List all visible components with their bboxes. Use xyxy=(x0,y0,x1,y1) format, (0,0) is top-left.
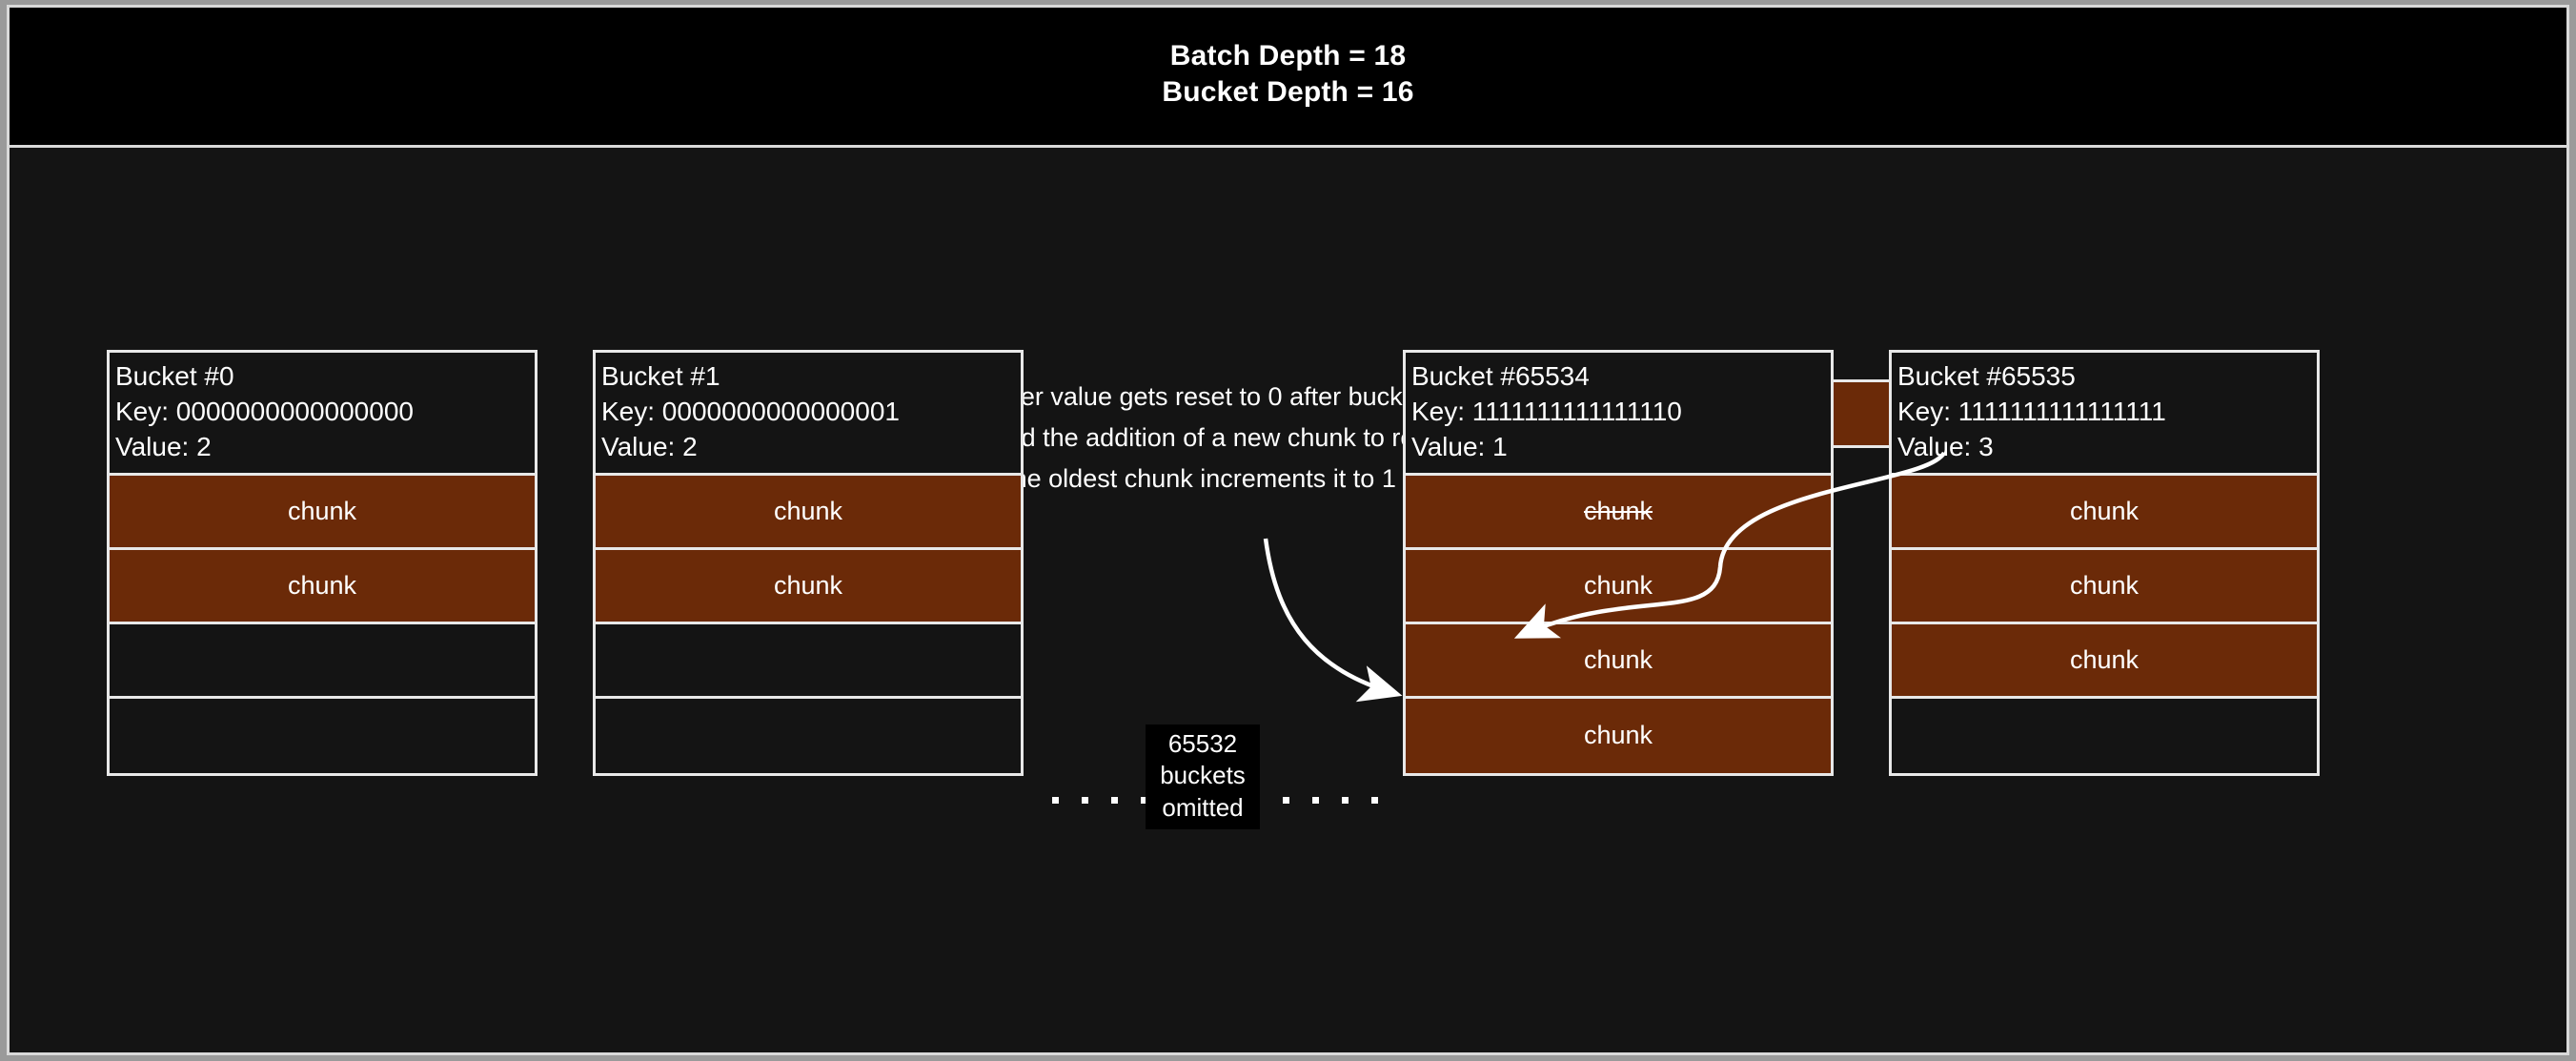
bucket-title: Bucket #0 xyxy=(115,361,234,391)
chunk-slot-empty xyxy=(596,698,1021,773)
chunk-slot-filled: chunk xyxy=(110,549,535,624)
omitted-word-omitted: omitted xyxy=(1162,792,1244,822)
batch-depth-label: Batch Depth = 18 xyxy=(1169,39,1407,71)
chunk-slot-filled: chunk xyxy=(596,475,1021,550)
chunk-label: chunk xyxy=(2069,496,2140,525)
omitted-count: 65532 xyxy=(1167,729,1238,758)
counter-reset-annotation: Counter value gets reset to 0 after buck… xyxy=(925,382,1476,493)
bucket-depth-label: Bucket Depth = 16 xyxy=(1162,76,1414,108)
bucket-value: Value: 1 xyxy=(1411,432,1508,462)
bucket-title: Bucket #65535 xyxy=(1897,361,2076,391)
bucket-title: Bucket #1 xyxy=(601,361,720,391)
chunk-slot-empty xyxy=(110,623,535,699)
dot xyxy=(1111,797,1118,804)
annotation-arrow xyxy=(1263,538,1403,703)
chunk-slot-filled: chunk xyxy=(596,549,1021,624)
chunk-slot-filled: chunk xyxy=(1406,475,1831,550)
omitted-word-buckets: buckets xyxy=(1160,761,1246,790)
chunk-slot-empty xyxy=(1892,698,2317,773)
omitted-dots-right xyxy=(1283,797,1378,804)
chunk-slot-empty xyxy=(596,623,1021,699)
chunk-slot-filled: chunk xyxy=(1406,623,1831,699)
dot xyxy=(1342,797,1349,804)
header-band: Batch Depth = 18 Bucket Depth = 16 xyxy=(10,8,2566,141)
chunk-label: chunk xyxy=(773,496,843,525)
dot xyxy=(1371,797,1378,804)
dot xyxy=(1283,797,1289,804)
chunk-slot-filled: chunk xyxy=(1406,698,1831,773)
bucket-value: Value: 3 xyxy=(1897,432,1994,462)
bucket-value: Value: 2 xyxy=(115,432,212,462)
bucket-key: Key: 0000000000000001 xyxy=(601,397,900,427)
chunk-label: chunk xyxy=(2069,644,2140,674)
omitted-buckets-marker: 65532 buckets omitted xyxy=(1050,724,1378,848)
chunk-slot-filled: chunk xyxy=(1406,549,1831,624)
chunk-label: chunk xyxy=(1583,721,1653,750)
diagram-body: Counter value gets reset to 0 after buck… xyxy=(10,145,2566,1052)
bucket-title: Bucket #65534 xyxy=(1411,361,1590,391)
dot xyxy=(1052,797,1059,804)
bucket-value: Value: 2 xyxy=(601,432,698,462)
chunk-label: chunk xyxy=(1583,570,1653,600)
bucket-key: Key: 0000000000000000 xyxy=(115,397,414,427)
chunk-label: chunk xyxy=(773,570,843,600)
chunk-slot-filled: chunk xyxy=(1892,475,2317,550)
dot xyxy=(1312,797,1319,804)
chunk-slot-filled: chunk xyxy=(110,475,535,550)
chunk-label: chunk xyxy=(287,496,357,525)
chunk-slot-filled: chunk xyxy=(1892,623,2317,699)
chunk-label: chunk xyxy=(2069,570,2140,600)
chunk-slot-empty xyxy=(110,698,535,773)
bucket-key: Key: 1111111111111110 xyxy=(1411,397,1682,427)
chunk-slot-filled: chunk xyxy=(1892,549,2317,624)
chunk-label-evicted: chunk xyxy=(1583,496,1653,525)
bucket-key: Key: 1111111111111111 xyxy=(1897,397,2166,427)
dot xyxy=(1082,797,1088,804)
omitted-dots-left xyxy=(1052,797,1147,804)
chunk-label: chunk xyxy=(1583,644,1653,674)
dot xyxy=(1141,797,1147,804)
chunk-label: chunk xyxy=(287,570,357,600)
omitted-buckets-label: 65532 buckets omitted xyxy=(1146,724,1260,829)
